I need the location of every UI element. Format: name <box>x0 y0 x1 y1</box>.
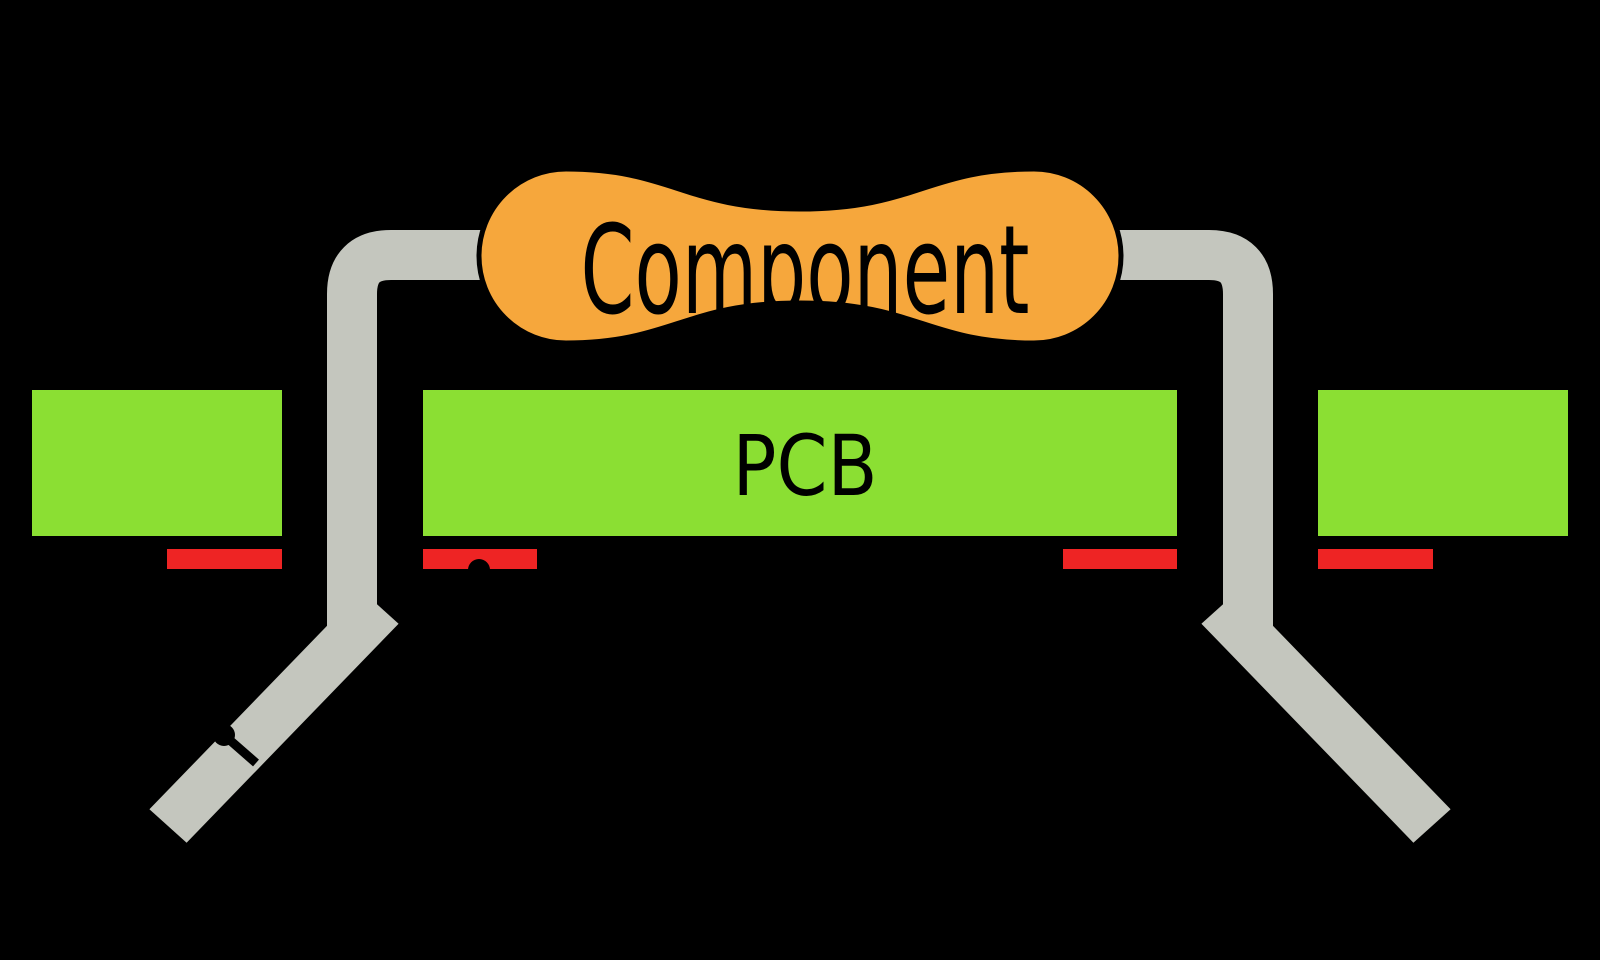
pad-pin-marker <box>468 559 514 602</box>
lead-pin-marker-dot <box>213 724 235 746</box>
lead-pin-marker <box>213 724 259 767</box>
right-lead-clinched-segment <box>1201 590 1451 843</box>
solder-pad-outer-left <box>167 549 282 569</box>
pad-pin-marker-dot <box>468 559 490 581</box>
right-lead <box>1100 230 1451 843</box>
solder-pad-outer-right <box>1318 549 1433 569</box>
pcb-label: PCB <box>733 417 878 515</box>
right-lead-upper-segment <box>1100 230 1273 645</box>
pcb-left-segment <box>32 390 282 536</box>
left-lead-clinched-segment <box>149 590 399 843</box>
solder-pad-inner-right <box>1063 549 1177 569</box>
pcb-board <box>32 390 1568 536</box>
pcb-main-segment <box>423 390 1177 536</box>
solder-pads <box>167 549 1433 569</box>
component-label: Component <box>581 200 1030 343</box>
pcb-right-segment <box>1318 390 1568 536</box>
left-lead-upper-segment <box>327 230 500 645</box>
component-body <box>476 166 1124 346</box>
solder-pad-inner-left <box>423 549 537 569</box>
left-lead <box>149 230 500 843</box>
